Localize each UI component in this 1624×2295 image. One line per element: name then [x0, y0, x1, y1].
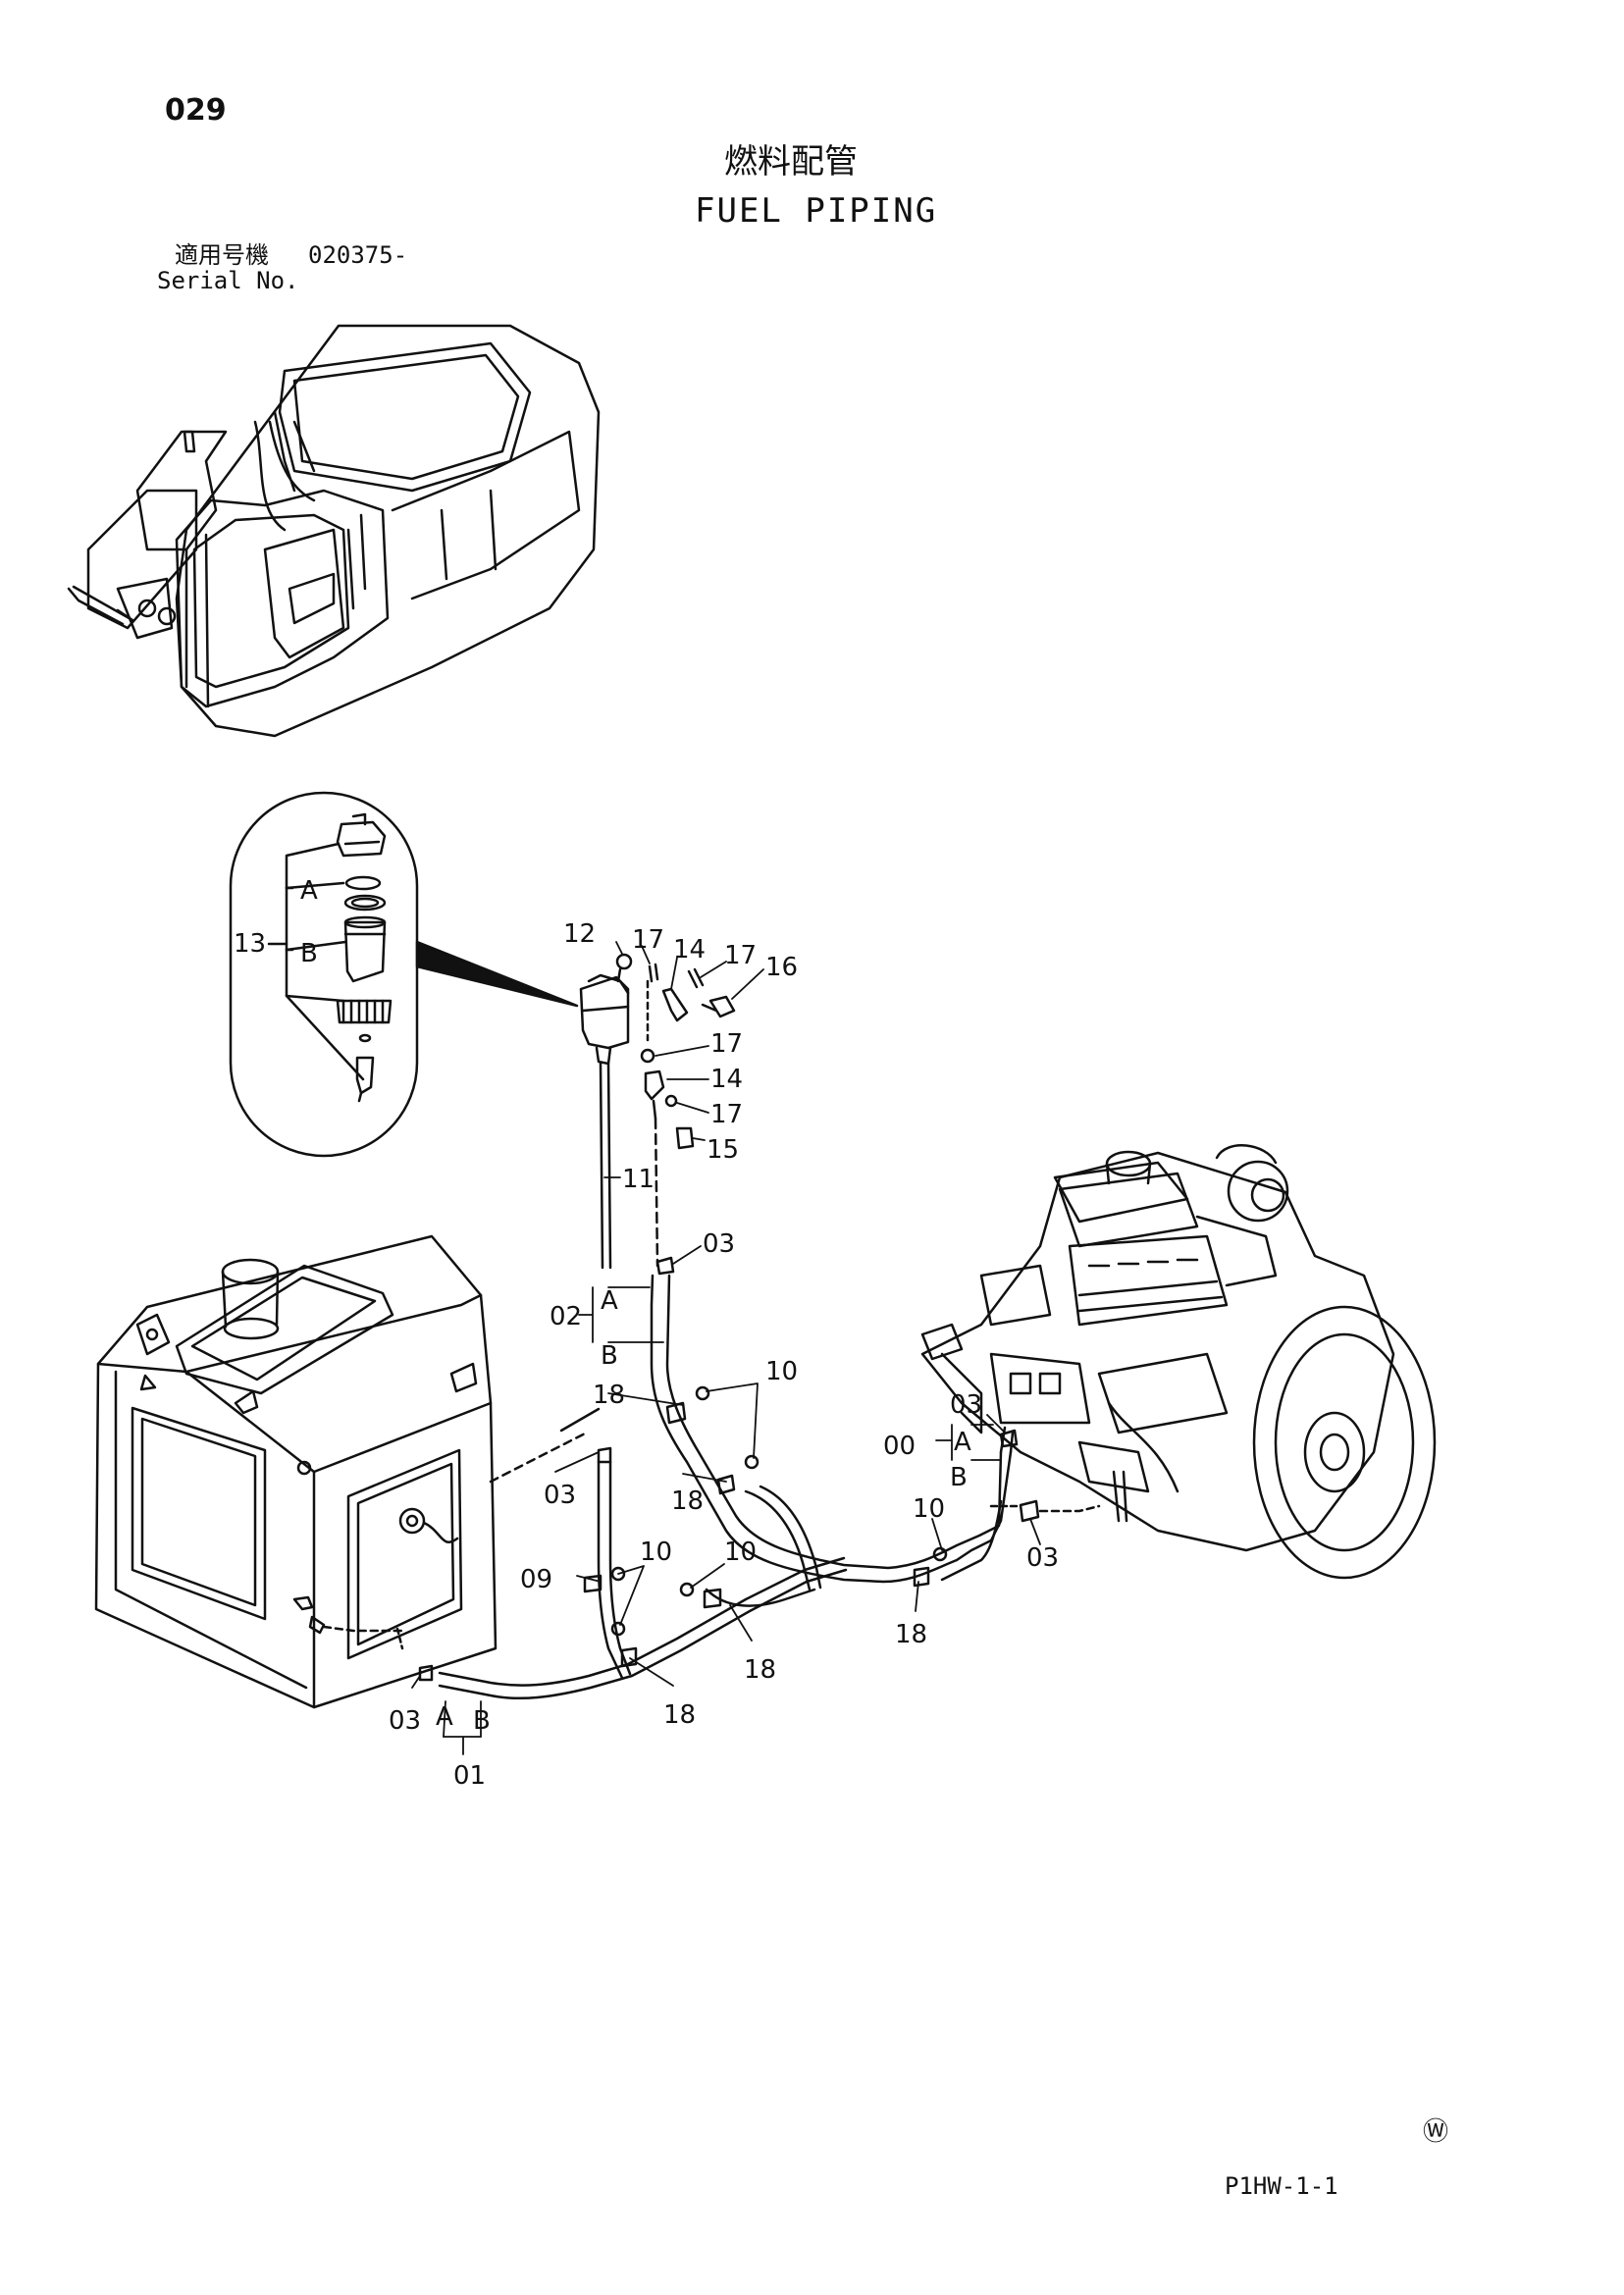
label-03-filter: 03 [703, 1229, 735, 1259]
label-00: 00 [883, 1432, 916, 1461]
label-12: 12 [563, 919, 596, 949]
label-11: 11 [622, 1165, 655, 1194]
label-03-engine: 03 [1026, 1543, 1059, 1573]
fuel-filter-assembly [579, 953, 736, 1270]
label-17-mid: 17 [710, 1029, 743, 1059]
fuel-tank-illustration [94, 1234, 601, 1709]
label-18-b: 18 [671, 1487, 704, 1516]
label-18-a: 18 [593, 1381, 625, 1410]
label-03-bottom: 03 [389, 1706, 421, 1736]
label-15: 15 [707, 1135, 739, 1165]
label-14-top: 14 [673, 935, 706, 965]
label-18-d: 18 [663, 1700, 696, 1730]
label-18-e: 18 [895, 1620, 927, 1649]
serial-label-japanese: 適用号機 [175, 241, 269, 269]
fuel-hoses [418, 1256, 1101, 1700]
label-13b: B [300, 939, 318, 968]
label-13a: A [300, 876, 318, 906]
serial-label: Serial No. [157, 267, 299, 294]
label-03-tank: 03 [544, 1481, 576, 1510]
label-14-mid: 14 [710, 1065, 743, 1094]
label-16: 16 [765, 953, 798, 982]
label-10-d: 10 [913, 1494, 945, 1524]
label-00a: A [954, 1428, 971, 1457]
page-title: FUEL PIPING [695, 191, 938, 231]
label-17-top: 17 [632, 925, 664, 955]
fuel-filter-detail-inset [229, 791, 579, 1158]
document-code: P1HW-1-1 [1225, 2172, 1338, 2200]
label-18-c: 18 [744, 1655, 776, 1685]
label-02: 02 [550, 1302, 582, 1331]
callout-leader-lines [411, 941, 1041, 1755]
serial-number-value: 020375- [308, 241, 408, 269]
label-03-engine-top: 03 [950, 1390, 982, 1420]
excavator-overview-illustration [67, 324, 601, 738]
label-01b: B [473, 1706, 491, 1736]
label-17-right: 17 [724, 941, 757, 970]
label-01: 01 [453, 1761, 486, 1791]
w-mark-symbol: Ⓦ [1423, 2117, 1449, 2147]
label-02a: A [601, 1286, 618, 1316]
label-09: 09 [520, 1565, 552, 1594]
page-title-japanese: 燃料配管 [724, 142, 858, 182]
label-13: 13 [234, 929, 266, 959]
page-number: 029 [165, 93, 227, 128]
label-01a: A [436, 1702, 453, 1732]
label-10-c: 10 [724, 1538, 757, 1567]
label-02b: B [601, 1341, 618, 1371]
callout-labels: A B 13 12 17 14 17 16 17 14 17 15 11 03 … [234, 876, 1059, 1791]
label-10-b: 10 [640, 1538, 672, 1567]
label-17-low: 17 [710, 1100, 743, 1129]
label-10-a: 10 [765, 1357, 798, 1386]
label-00b: B [950, 1463, 968, 1492]
